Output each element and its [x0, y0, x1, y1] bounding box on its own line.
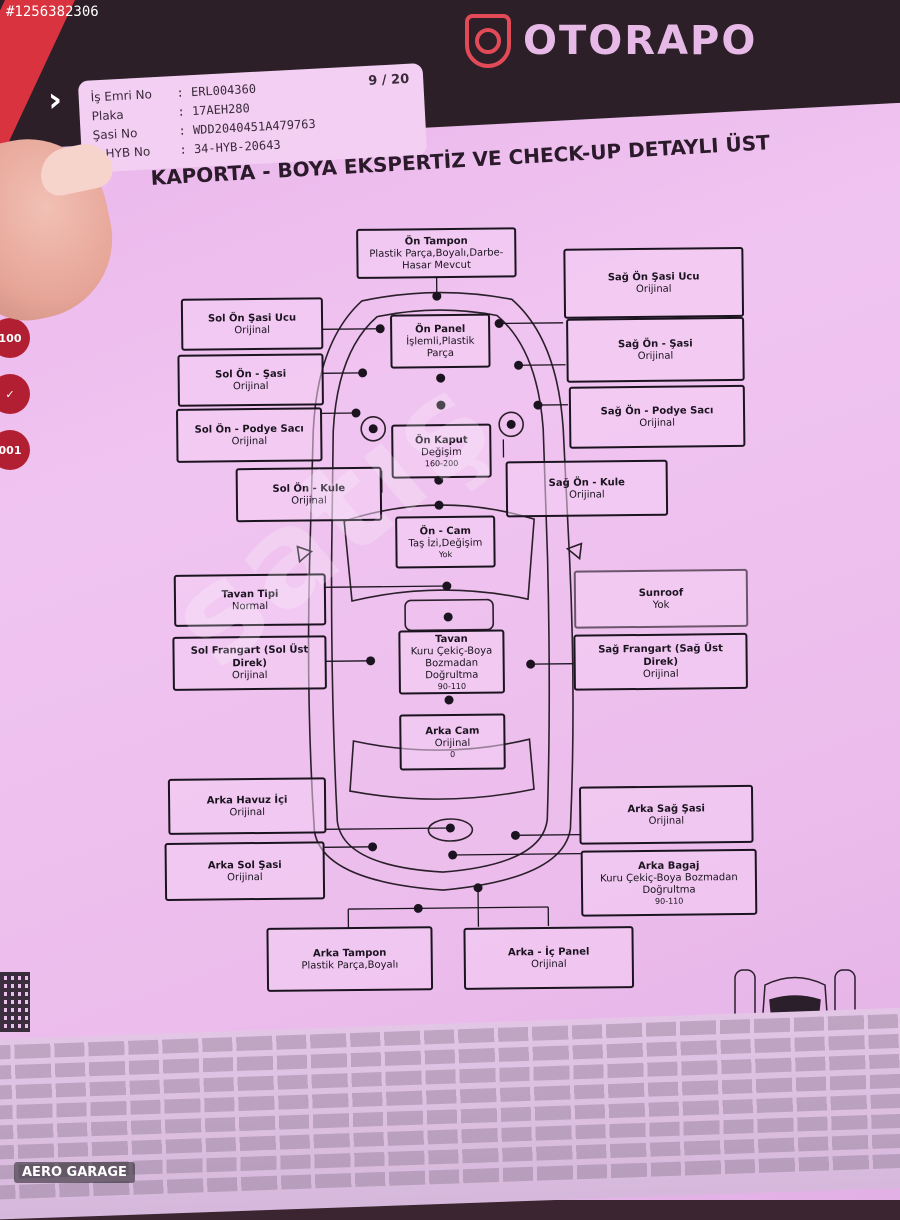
part-arka-tampon: Arka Tampon Plastik Parça,Boyalı	[266, 926, 433, 992]
part-status: Orijinal	[470, 958, 628, 972]
part-status: Orijinal	[184, 380, 318, 393]
part-status: Kuru Çekiç-Boya Bozmadan Doğrultma	[587, 871, 751, 897]
part-status: Orijinal	[174, 806, 320, 820]
part-arka-ic-panel: Arka - İç Panel Orijinal	[463, 926, 634, 990]
part-value: 90-110	[405, 681, 499, 692]
part-sag-on-kule: Sağ Ön - Kule Orijinal	[506, 460, 669, 518]
part-arka-sag-sasi: Arka Sağ Şasi Orijinal	[579, 785, 754, 845]
part-value: 90-110	[587, 895, 751, 907]
part-status: Orijinal	[575, 416, 739, 430]
part-status: Orijinal	[187, 324, 317, 337]
part-title: Ön Panel	[396, 322, 484, 336]
part-arka-havuz-ici: Arka Havuz İçi Orijinal	[168, 777, 327, 835]
part-sol-on-sasi: Sol Ön - Şasi Orijinal	[177, 353, 324, 407]
part-status: Orijinal	[405, 737, 499, 750]
part-arka-cam: Arka Cam Orijinal 0	[399, 713, 506, 770]
part-title: Tavan	[404, 632, 498, 646]
part-status: Orijinal	[572, 349, 738, 363]
part-arka-sol-sasi: Arka Sol Şasi Orijinal	[165, 841, 326, 901]
part-tavan: Tavan Kuru Çekiç-Boya Bozmadan Doğrultma…	[398, 629, 505, 694]
part-status: Orijinal	[171, 871, 319, 885]
part-sag-on-sasi: Sağ Ön - Şasi Orijinal	[566, 317, 745, 383]
part-status: Orijinal	[512, 488, 662, 502]
part-status: Plastik Parça,Boyalı,Darbe-Hasar Mevcut	[362, 247, 510, 273]
part-status: Orijinal	[182, 435, 316, 448]
legal-text-block	[0, 1006, 900, 1219]
part-status: Yok	[580, 598, 742, 612]
part-value: 0	[406, 749, 500, 760]
part-sag-on-podye: Sağ Ön - Podye Sacı Orijinal	[569, 385, 746, 449]
part-title: Sağ Frangart (Sağ Üst Direk)	[579, 642, 741, 670]
part-sag-frangart: Sağ Frangart (Sağ Üst Direk) Orijinal	[573, 633, 748, 691]
part-value: Yok	[401, 549, 489, 560]
part-title: Arka Cam	[405, 724, 499, 738]
part-sol-on-sasi-ucu: Sol Ön Şasi Ucu Orijinal	[181, 297, 324, 350]
part-sag-on-sasi-ucu: Sağ Ön Şasi Ucu Orijinal	[563, 247, 744, 319]
part-status: Orijinal	[585, 814, 747, 828]
part-on-tampon: Ön Tampon Plastik Parça,Boyalı,Darbe-Has…	[356, 227, 517, 279]
aero-garage-logo: AERO GARAGE	[14, 1162, 135, 1183]
part-arka-bagaj: Arka Bagaj Kuru Çekiç-Boya Bozmadan Doğr…	[581, 849, 758, 917]
part-status: Plastik Parça,Boyalı	[273, 959, 427, 973]
part-status: Kuru Çekiç-Boya Bozmadan Doğrultma	[404, 645, 498, 682]
part-sunroof: Sunroof Yok	[574, 569, 749, 629]
part-status: Orijinal	[570, 282, 738, 296]
part-status: Orijinal	[580, 668, 742, 682]
